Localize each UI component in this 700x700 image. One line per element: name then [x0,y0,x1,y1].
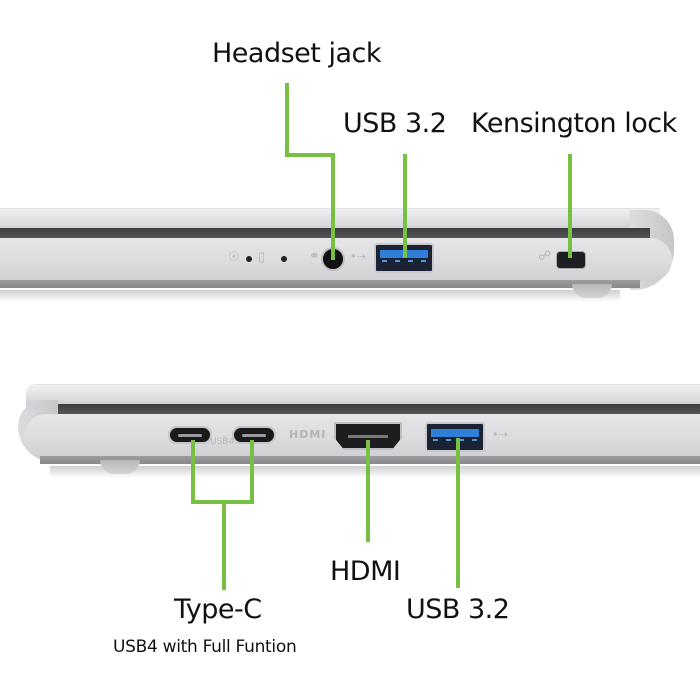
kensington-lock-label: Kensington lock [471,108,677,139]
bottom-base-edge [40,456,700,464]
usb-icon: •⇢ [492,428,508,441]
hdmi-logo-text: HDMI [289,428,327,441]
headset-jack-label: Headset jack [212,38,381,69]
hdmi-label: HDMI [330,556,401,587]
typec-callout-line [222,500,226,590]
top-foot [572,284,612,298]
hdmi-port [334,422,402,450]
top-base-edge [0,280,640,288]
bottom-lid [26,384,700,407]
lock-icon: ☍ [538,249,552,264]
battery-led [281,256,287,262]
typec-port-1 [168,426,212,444]
power-led-icon: ☉ [228,250,240,265]
headset-callout-line [331,153,335,260]
usb-bottom-callout-line [456,438,460,588]
typec-callout-line [191,440,195,504]
battery-led-icon: ▯ [258,250,266,265]
usb-a-port-bottom [425,422,485,452]
bottom-shadow [50,466,700,478]
headset-callout-line [285,153,335,157]
typec-callout-line [250,440,254,504]
hdmi-callout-line [366,440,370,542]
kensington-callout-line [568,154,572,258]
usb4-icon: USB4 [210,437,235,447]
usb-icon: •⇢ [350,250,366,263]
headset-icon: ⚭ [309,249,320,264]
power-led [246,256,252,262]
usb-top-label: USB 3.2 [343,108,447,139]
bottom-seam [30,404,700,414]
top-lid [0,208,660,231]
top-seam [0,228,650,238]
usb-top-callout-line [403,154,407,258]
typec-port-2 [232,426,276,444]
top-shadow [0,290,620,302]
typec-label: Type-C [174,594,262,625]
bottom-foot [100,460,140,474]
headset-callout-line [285,83,289,157]
usb-bottom-label: USB 3.2 [406,594,510,625]
typec-sublabel: USB4 with Full Funtion [113,637,297,657]
